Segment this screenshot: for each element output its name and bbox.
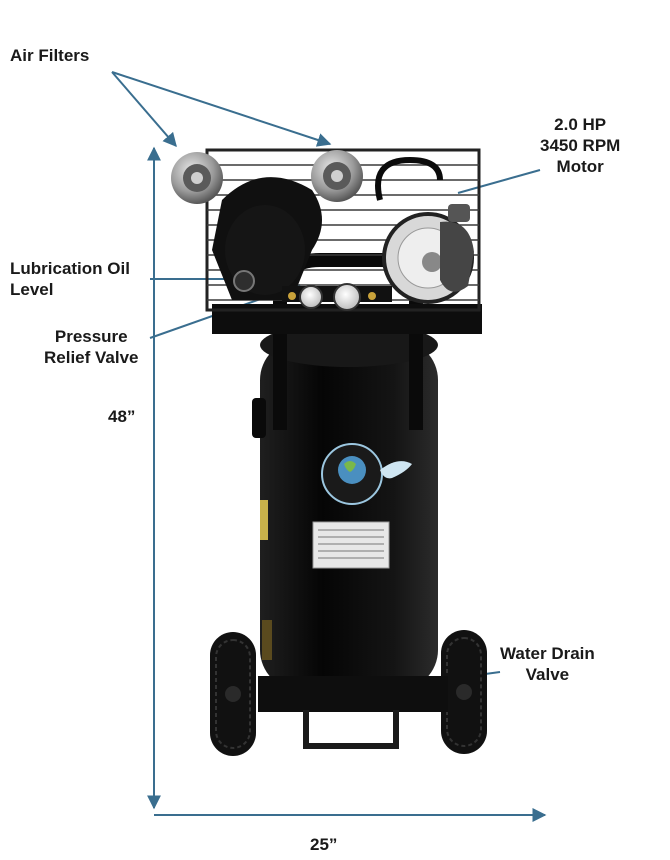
air-filters-label: Air Filters	[10, 46, 90, 65]
air-filter-right	[311, 150, 363, 202]
right-wheel	[441, 630, 487, 754]
pressure-relief-valve-label: Pressure Relief Valve	[44, 326, 139, 368]
air-filter-left	[171, 152, 223, 204]
motor-label-line-1: 2.0 HP	[554, 115, 607, 134]
motor-callout	[457, 169, 541, 194]
base-frame	[258, 676, 448, 712]
water-drain-label-line-1: Water Drain	[500, 644, 595, 663]
left-wheel	[210, 632, 256, 756]
bottom-handle	[303, 710, 399, 749]
motor-label-line-3: Motor	[556, 157, 604, 176]
pressure-relief-label-line-2: Relief Valve	[44, 348, 139, 367]
pressure-gauges	[282, 283, 392, 311]
air-tank	[252, 323, 438, 690]
air-filter-callout-left	[111, 71, 177, 148]
electric-motor	[382, 204, 474, 304]
pump-head	[212, 177, 322, 300]
lubrication-oil-level-label: Lubrication Oil Level	[10, 258, 130, 300]
atlas-logo	[321, 443, 412, 505]
height-dimension-label: 48”	[108, 407, 136, 426]
width-dimension-label: 25”	[310, 835, 338, 854]
pressure-relief-label-line-1: Pressure	[54, 327, 128, 346]
power-cord	[375, 156, 443, 201]
lubrication-label-line-1: Lubrication Oil	[10, 259, 130, 278]
water-drain-label-line-2: Valve	[525, 665, 570, 684]
oil-sight-glass	[233, 270, 255, 292]
motor-label: 2.0 HP 3450 RPM Motor	[540, 114, 620, 177]
air-filter-callout-right	[111, 71, 332, 147]
water-drain-valve-label: Water Drain Valve	[500, 643, 595, 685]
motor-label-line-2: 3450 RPM	[540, 136, 621, 155]
lubrication-label-line-2: Level	[10, 280, 54, 299]
